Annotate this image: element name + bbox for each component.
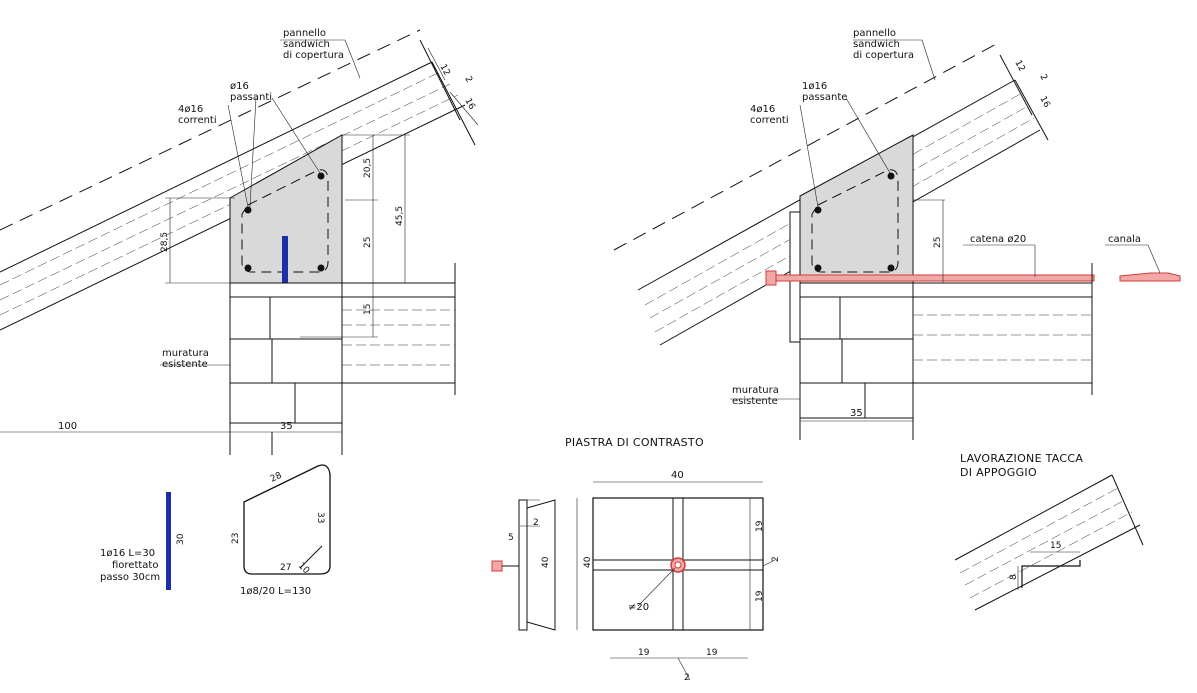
left-dim-35: 35 <box>280 421 293 432</box>
plate-side-view <box>518 499 528 631</box>
right-panel-label-2: sandwich <box>853 39 900 50</box>
left-through-label-2: passanti <box>230 92 272 103</box>
straight-bar-drawing <box>166 492 171 590</box>
left-rebar-1 <box>244 206 252 214</box>
plate-dim-bottom-19a: 19 <box>638 648 650 658</box>
left-rebar-3 <box>244 264 252 272</box>
right-panel-line <box>613 41 1001 251</box>
bar-schedule: 30 1ø16 L=30 fiorettato passo 30cm 28 23… <box>100 464 331 597</box>
right-masonry-label-2: esistente <box>732 396 778 407</box>
notch-title-1: LAVORAZIONE TACCA <box>960 452 1083 465</box>
left-panel-label-1: pannello <box>283 28 326 39</box>
right-masonry-label-1: muratura <box>732 385 779 396</box>
right-dim-16: 16 <box>1037 95 1051 110</box>
plate-dim-bottom-19b: 19 <box>706 648 718 658</box>
left-dim-12: 12 <box>437 63 451 78</box>
plate-side-dim-40: 40 <box>541 556 551 568</box>
stirrup-dim-23: 23 <box>231 533 241 544</box>
plate-dim-top-40: 40 <box>671 470 684 481</box>
left-detail: pannello sandwich di copertura ø16 passa… <box>0 28 479 455</box>
plate-dim-right-2: 2 <box>771 556 781 562</box>
plate-dim-right-19a: 19 <box>755 520 765 532</box>
stirrup-dim-27: 27 <box>280 563 291 573</box>
right-detail: pannello sandwich di copertura 1ø16 pass… <box>613 28 1181 440</box>
stirrup-drawing <box>243 464 331 575</box>
tie-rod-nut <box>765 270 777 286</box>
right-dim-12: 12 <box>1012 59 1026 74</box>
notch-dim-15: 15 <box>1050 541 1061 551</box>
tie-rod-label: catena ø20 <box>970 234 1026 245</box>
plate-side-dim-2: 2 <box>533 518 539 528</box>
stirrup-dim-28: 28 <box>269 471 284 485</box>
plate-side-dim-5: 5 <box>508 533 514 543</box>
left-rebar-4 <box>317 264 325 272</box>
right-runners-label-2: correnti <box>750 115 789 126</box>
gutter-label: canala <box>1108 234 1141 245</box>
notch-detail: LAVORAZIONE TACCA DI APPOGGIO 15 8 <box>954 452 1144 611</box>
right-panel-label-3: di copertura <box>853 50 914 61</box>
left-rebar-2 <box>317 172 325 180</box>
stirrup-spec: 1ø8/20 L=130 <box>240 586 311 597</box>
straight-bar-dim: 30 <box>176 533 186 545</box>
notch-title-2: DI APPOGGIO <box>960 466 1037 479</box>
left-dim-15: 15 <box>363 304 373 315</box>
left-dim-16: 16 <box>462 97 476 112</box>
right-dim-35: 35 <box>850 408 863 419</box>
right-through-label-2: passante <box>802 92 847 103</box>
plate-dim-thickness: ≠20 <box>628 602 649 613</box>
left-panel-line <box>0 29 421 231</box>
plate-dim-right-19b: 19 <box>755 590 765 602</box>
left-through-label-1: ø16 <box>230 81 249 92</box>
left-dim-2: 2 <box>462 75 474 85</box>
right-through-label-1: 1ø16 <box>802 81 827 92</box>
left-panel-label-2: sandwich <box>283 39 330 50</box>
right-dim-2: 2 <box>1037 73 1049 83</box>
tie-rod <box>775 274 1095 282</box>
right-masonry-wall <box>799 282 914 440</box>
notch-cut <box>1021 560 1081 588</box>
plate-side-nut <box>491 560 503 572</box>
left-dim-28-5: 28,5 <box>160 232 170 252</box>
left-runners-label-2: correnti <box>178 115 217 126</box>
plate-dim-bottom-2: 2 <box>684 673 690 683</box>
left-runners-label-1: 4ø16 <box>178 104 203 115</box>
plate-title: PIASTRA DI CONTRASTO <box>565 436 704 449</box>
contrast-plate-detail: PIASTRA DI CONTRASTO 2 5 40 40 40 19 19 … <box>491 436 781 683</box>
left-dim-45-5: 45,5 <box>395 206 405 226</box>
right-dim-25: 25 <box>933 237 943 248</box>
straight-bar-spec-1: 1ø16 L=30 <box>100 548 155 559</box>
left-dim-100: 100 <box>58 421 77 432</box>
left-panel-label-3: di copertura <box>283 50 344 61</box>
stirrup-dim-33: 33 <box>315 512 325 523</box>
notch-dim-8: 8 <box>1009 574 1019 580</box>
right-panel-label-1: pannello <box>853 28 896 39</box>
left-dim-25: 25 <box>363 237 373 248</box>
left-dim-20-5: 20,5 <box>363 158 373 178</box>
straight-bar-spec-3: passo 30cm <box>100 572 160 583</box>
right-runners-label-1: 4ø16 <box>750 104 775 115</box>
left-roof-top-edge <box>0 61 433 273</box>
left-masonry-label-2: esistente <box>162 359 208 370</box>
gutter-element <box>1119 272 1181 282</box>
plate-dim-left-40: 40 <box>583 556 593 568</box>
left-masonry-label-1: muratura <box>162 348 209 359</box>
straight-bar-spec-2: fiorettato <box>112 560 158 571</box>
left-masonry-wall <box>229 282 343 455</box>
